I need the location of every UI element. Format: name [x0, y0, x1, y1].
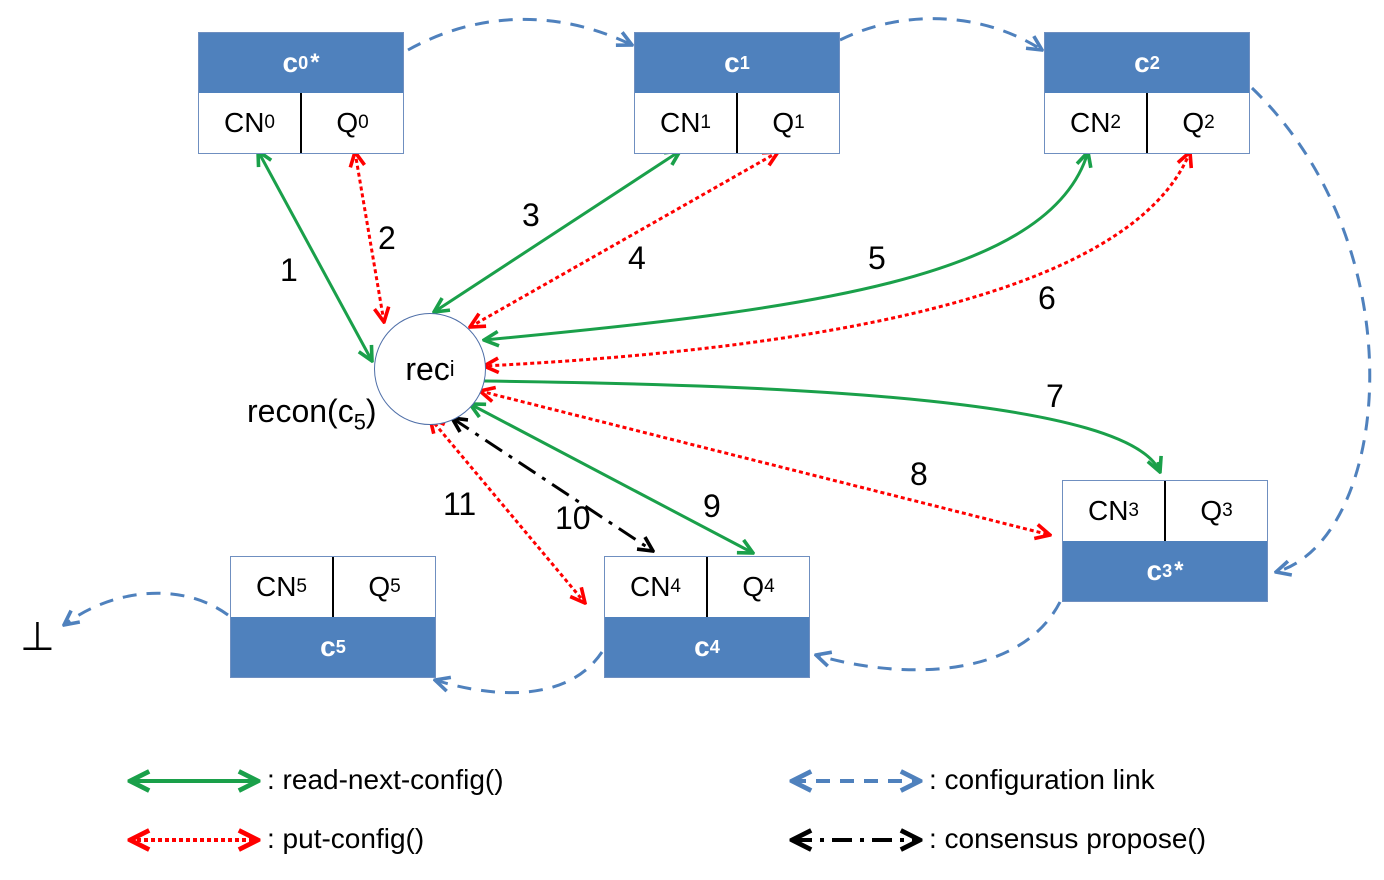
step-label-9: 9: [703, 488, 721, 524]
step-label-10: 10: [555, 500, 591, 536]
arrow-4: [470, 152, 778, 327]
arrow-9: [470, 404, 753, 553]
recon-caption: recon(c5): [247, 393, 377, 435]
legend-propose-label: : consensus propose(): [929, 823, 1207, 854]
step-label-3: 3: [522, 197, 540, 233]
arrow-1: [258, 151, 372, 361]
link-c0-c1: [407, 17, 632, 52]
step-label-5: 5: [868, 240, 886, 276]
step-label-1: 1: [280, 252, 298, 288]
legend-read-label: : read-next-config(): [267, 764, 504, 795]
step-label-11: 11: [443, 486, 477, 522]
link-c3-c4: [816, 601, 1062, 672]
arrow-5: [484, 152, 1088, 340]
step-label-6: 6: [1038, 280, 1056, 316]
arrow-6: [484, 152, 1190, 366]
step-label-2: 2: [378, 220, 396, 256]
legend-link-label: : configuration link: [929, 764, 1155, 795]
link-c5-bottom: [64, 591, 229, 625]
arrow-2: [355, 152, 384, 322]
legend-put-label: : put-config(): [267, 823, 425, 854]
step-label-4: 4: [628, 240, 646, 276]
step-label-7: 7: [1046, 378, 1064, 414]
link-c1-c2: [839, 17, 1042, 50]
bottom-symbol: ⊥: [20, 615, 55, 659]
arrow-10: [452, 418, 653, 551]
link-c2-c3: [1250, 86, 1372, 572]
step-label-8: 8: [910, 456, 928, 492]
arrow-3: [434, 151, 680, 312]
link-c4-c5: [435, 651, 604, 694]
